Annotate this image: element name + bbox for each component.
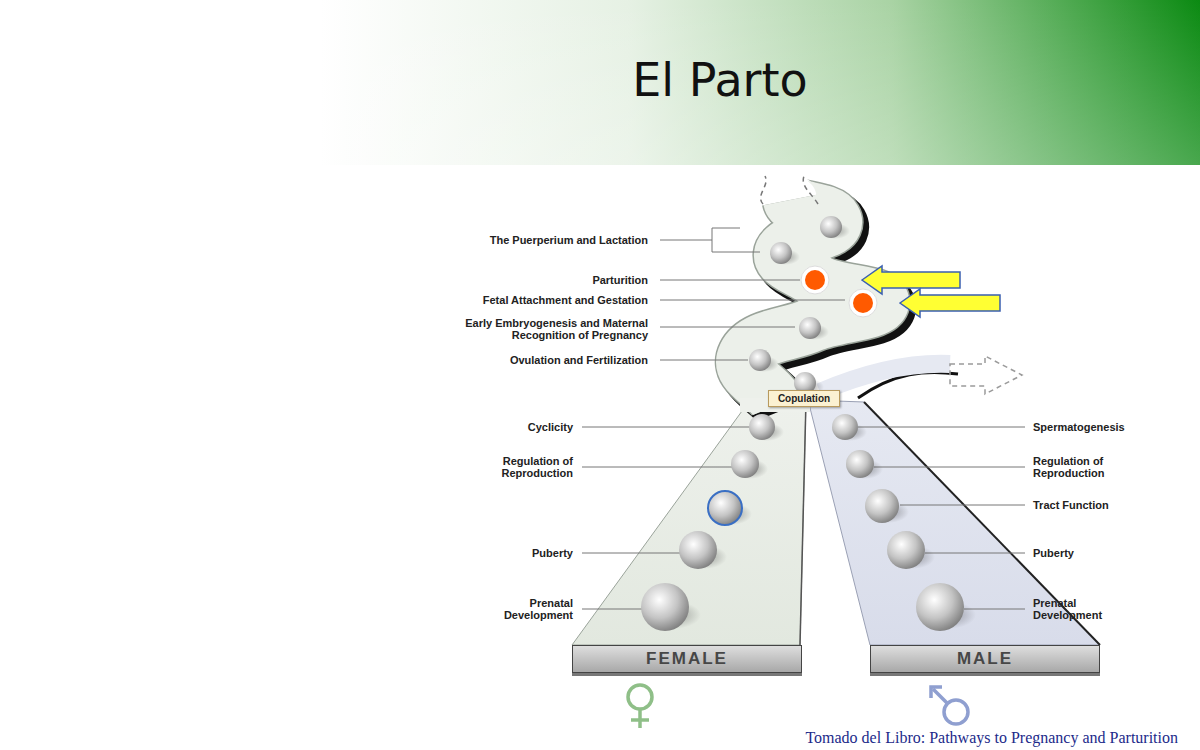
- stage-spheres: [641, 216, 976, 631]
- stage-label: Regulation of Reproduction: [483, 455, 573, 479]
- leader-line: [660, 360, 748, 361]
- stage-sphere: [865, 489, 899, 523]
- highlight-dot: [853, 293, 873, 313]
- symbol-head: [931, 687, 942, 698]
- female-bar: FEMALE: [572, 645, 802, 673]
- symbol-bar: [631, 718, 649, 722]
- node-text: MALE: [957, 649, 1013, 669]
- stage-label: Puberty: [1033, 547, 1173, 559]
- leader-line: [925, 553, 1025, 554]
- stage-label: Tract Function: [1033, 499, 1173, 511]
- female-lane: [572, 400, 806, 645]
- stage-sphere: [731, 450, 759, 478]
- leader-line: [582, 609, 642, 610]
- male-symbol: [931, 687, 968, 724]
- pointer-arrow: [900, 289, 1000, 317]
- title-banner: [320, 0, 1200, 165]
- leader-line: [660, 240, 712, 241]
- stage-label: Fetal Attachment and Gestation: [408, 294, 648, 306]
- node-text: Copulation: [778, 393, 830, 404]
- highlight-dot: [805, 270, 825, 290]
- leader-line: [874, 467, 1025, 468]
- leader-line: [660, 327, 795, 328]
- stage-label: Cyclicity: [453, 421, 573, 433]
- highlighted-sphere: [708, 491, 742, 525]
- leader-line: [582, 467, 732, 468]
- leader-line: [582, 553, 680, 554]
- pointer-arrow: [862, 266, 960, 294]
- stage-label: Ovulation and Fertilization: [408, 354, 648, 366]
- stage-sphere: [679, 531, 717, 569]
- stage-sphere: [916, 583, 964, 631]
- stage-sphere: [846, 450, 874, 478]
- stage-sphere: [832, 414, 858, 440]
- stage-label: Puberty: [453, 547, 573, 559]
- stage-label: Prenatal Development: [493, 597, 573, 621]
- female-symbol: [628, 685, 652, 728]
- road-edge: [743, 200, 882, 405]
- leader-line: [900, 505, 1025, 506]
- copulation-box: Copulation: [768, 390, 840, 407]
- leader-line: [660, 300, 845, 301]
- source-caption: Tomado del Libro: Pathways to Pregnancy …: [700, 728, 1178, 748]
- halo: [849, 289, 877, 317]
- male-branch: [820, 364, 950, 392]
- banner-shade: [320, 0, 1200, 165]
- node-text: FEMALE: [646, 649, 728, 669]
- stage-sphere: [770, 242, 792, 264]
- slide-title: El Parto: [420, 52, 1020, 108]
- symbol-ring: [944, 700, 968, 724]
- stage-label: Early Embryogenesis and Maternal Recogni…: [443, 317, 648, 341]
- stage-label: Parturition: [488, 274, 648, 286]
- stage-label: Regulation of Reproduction: [1033, 455, 1123, 479]
- stage-sphere: [820, 216, 842, 238]
- leader-line: [858, 427, 1025, 428]
- stage-sphere: [799, 317, 821, 339]
- bracket: [712, 228, 760, 252]
- stage-label: Spermatogenesis: [1033, 421, 1173, 433]
- stage-label: Prenatal Development: [1033, 597, 1113, 621]
- dashed-arrow: [950, 356, 1022, 394]
- leader-line: [660, 280, 800, 281]
- lane-divider: [800, 400, 806, 645]
- stage-sphere: [749, 414, 775, 440]
- male-bar: MALE: [870, 645, 1100, 673]
- symbol-ring: [628, 685, 652, 709]
- road-continues: [761, 176, 766, 204]
- stage-sphere: [749, 349, 771, 371]
- leader-lines: [582, 228, 1025, 609]
- halo: [801, 266, 829, 294]
- stage-sphere: [887, 531, 925, 569]
- road-continues: [803, 176, 818, 204]
- leader-line: [582, 427, 750, 428]
- stage-label: The Puerperium and Lactation: [408, 234, 648, 246]
- stage-sphere: [641, 583, 689, 631]
- symbol-shaft: [933, 689, 947, 703]
- road: [743, 200, 882, 405]
